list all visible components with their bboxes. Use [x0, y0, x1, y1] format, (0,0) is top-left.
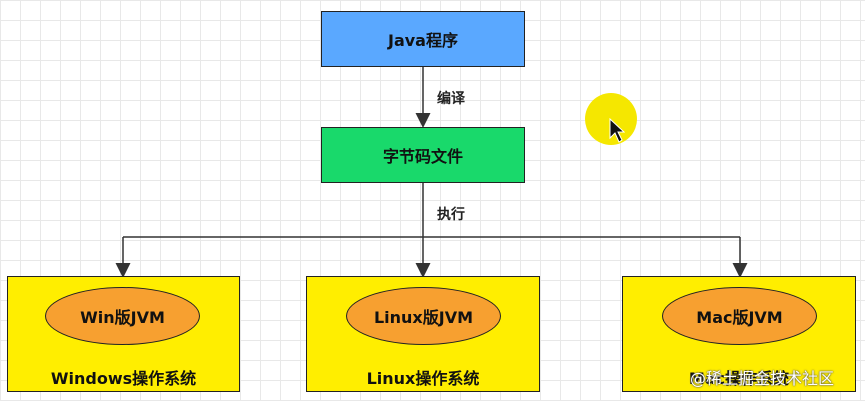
linux-jvm-node: Linux版JVM	[346, 287, 501, 345]
bytecode-file-node: 字节码文件	[321, 127, 525, 183]
windows-os-label: Windows操作系统	[50, 369, 197, 388]
win-jvm-node: Win版JVM	[45, 287, 200, 345]
mouse-pointer-icon	[609, 118, 625, 143]
linux-os-label: Linux操作系统	[366, 369, 480, 388]
mac-jvm-node: Mac版JVM	[662, 287, 817, 345]
linux-jvm-label: Linux版JVM	[373, 308, 474, 327]
mac-jvm-label: Mac版JVM	[696, 308, 783, 327]
mac-os-label: Mac操作系统	[688, 369, 790, 388]
win-jvm-label: Win版JVM	[80, 308, 165, 327]
watermark: @稀土掘金技术社区	[690, 369, 835, 388]
java-program-label: Java程序	[388, 31, 458, 50]
java-program-node: Java程序	[321, 11, 525, 67]
windows-os-node: Win版JVM Windows操作系统	[7, 276, 240, 392]
mac-os-node: Mac版JVM Mac操作系统	[622, 276, 856, 392]
execute-label: 执行	[437, 207, 465, 223]
linux-os-node: Linux版JVM Linux操作系统	[306, 276, 540, 392]
bytecode-file-label: 字节码文件	[382, 147, 463, 166]
compile-label: 编译	[437, 91, 465, 107]
